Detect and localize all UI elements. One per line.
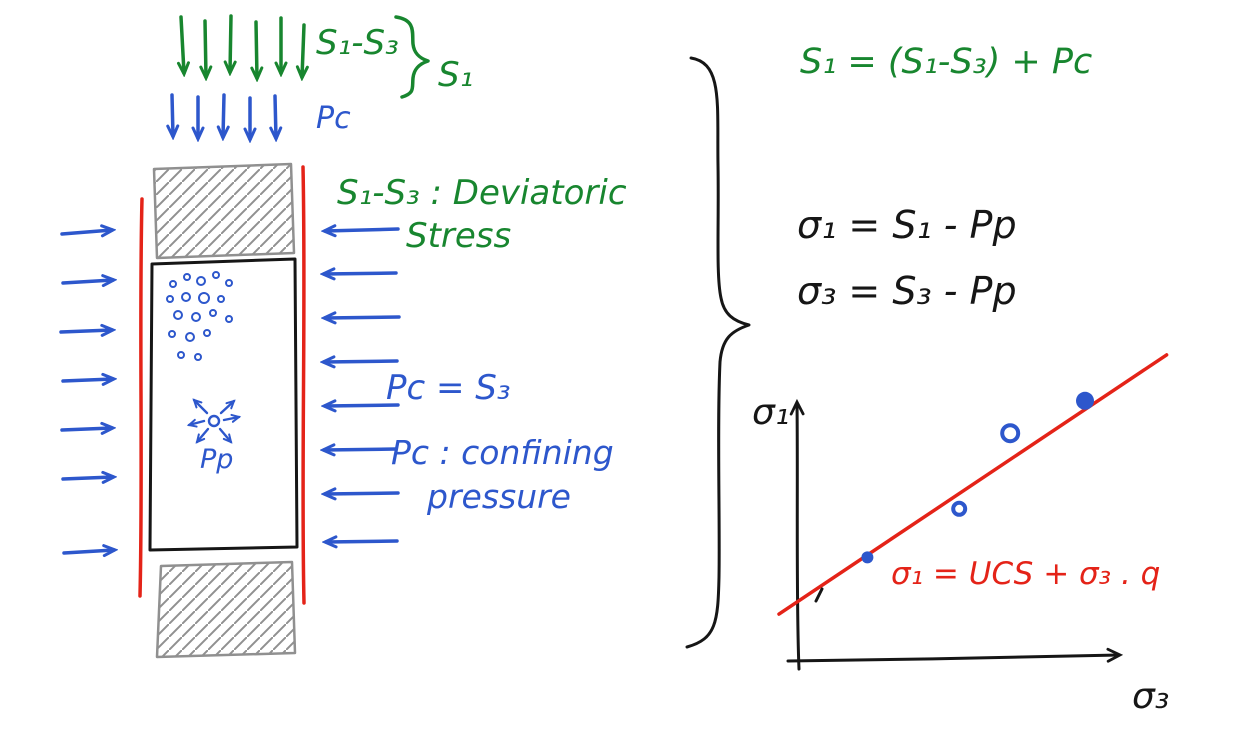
axial-total-label: S₁ [438,55,473,95]
s1-brace [394,15,430,99]
deviatoric-arrows-label: S₁-S₃ [316,23,399,63]
bottom-platen [155,560,297,659]
confining-top-label: Pc [316,101,351,136]
pore-pressure-star [186,398,242,444]
confining-left-arrows [59,230,114,553]
pore-bubbles [166,271,233,361]
x-axis [786,647,1124,663]
stress-plot: σ₁ σ₃ σ₁ = UCS + σ₃ . q [752,353,1169,717]
deviatoric-note-line1: S₁-S₃ : Deviatoric [337,173,627,213]
confining-right-arrows [324,229,401,542]
pc-equals-s3-note: Pc = S₃ [386,368,511,408]
effective-sigma1-equation: σ₁ = S₁ - Pp [797,203,1017,247]
grouping-brace [685,56,751,649]
data-point [1076,391,1094,410]
fit-equation-label: σ₁ = UCS + σ₃ . q [891,556,1160,592]
deviatoric-stress-arrows [181,14,304,78]
stray-mark [814,587,824,603]
y-axis-label: σ₁ [752,392,789,433]
confining-note-line2: pressure [426,477,571,516]
total-stress-equation: S₁ = (S₁-S₃) + Pc [800,42,1092,82]
confining-note-line1: Pc : confining [391,433,614,472]
x-axis-label: σ₃ [1132,676,1169,717]
effective-sigma3-equation: σ₃ = S₃ - Pp [797,269,1017,313]
fit-line [777,353,1169,616]
data-point [861,551,874,564]
specimen-outline [148,257,299,552]
pore-pressure-label: Pp [200,444,233,475]
top-platen [152,162,296,260]
scatter-points [861,391,1094,564]
data-point [1000,423,1021,444]
membrane-line-left [138,197,144,598]
deviatoric-note-line2: Stress [406,216,511,256]
data-point [951,500,968,517]
confining-top-arrows [172,93,276,139]
y-axis [789,398,805,671]
membrane-line-right [301,165,306,605]
